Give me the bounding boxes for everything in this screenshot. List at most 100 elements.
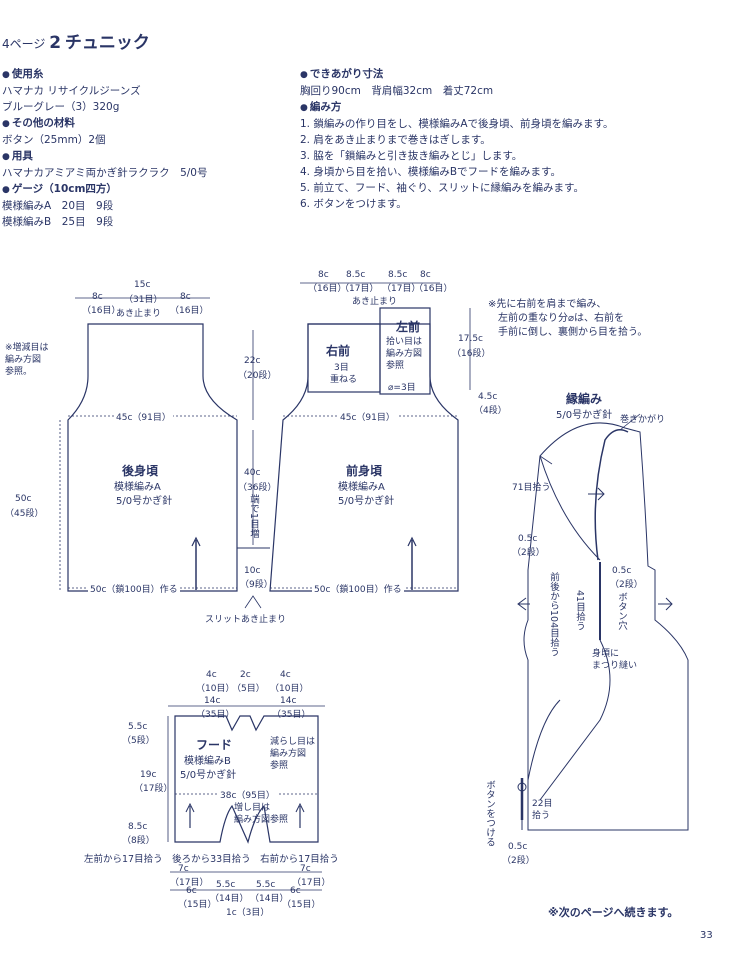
- other-line1: ボタン（25mm）2個: [2, 134, 106, 146]
- hood-b7b: 7c: [300, 864, 311, 874]
- hood-dim-35b: （35目）: [272, 710, 311, 720]
- hood-title: フード: [196, 738, 233, 752]
- hood-dim-4b: 4c: [280, 670, 291, 680]
- gauge-line1: 模様編みA 20目 9段: [2, 200, 114, 212]
- edging-pick104: 前後から104目拾う: [548, 572, 559, 657]
- hood-dim-5: （5目）: [232, 684, 265, 694]
- hood-dim-55: 5.5c: [128, 722, 148, 732]
- back-title: 後身頃: [122, 464, 159, 478]
- front-dim-85a: 8.5c: [346, 270, 366, 280]
- front-opening: あき止まり: [352, 297, 398, 307]
- back-length: 50c: [15, 494, 32, 504]
- sew-line2: まつり縫い: [592, 661, 638, 671]
- front-dim-17b: （17目）: [382, 284, 421, 294]
- side-length: 40c: [244, 468, 261, 478]
- edging-r2a: （2段）: [512, 548, 545, 558]
- front-dim-8b: 8c: [420, 270, 431, 280]
- hood-b17b: （17目）: [292, 878, 331, 888]
- front-dim-85b: 8.5c: [388, 270, 408, 280]
- back-top-width: 15c: [134, 280, 151, 290]
- front-dim-16b: （16目）: [414, 284, 453, 294]
- hood-dim-14b: 14c: [280, 696, 297, 706]
- hood-dim-19: 19c: [140, 770, 157, 780]
- hood-b17a: （17目）: [170, 878, 209, 888]
- button-label: ボタンをつける: [484, 780, 495, 847]
- overlap-symbol: ⌀=3目: [388, 383, 416, 393]
- right-front-label: 右前: [326, 344, 351, 358]
- left-front-label: 左前: [396, 320, 421, 334]
- tools-title: 用具: [2, 148, 207, 165]
- armhole-depth: 22c: [244, 356, 261, 366]
- yarn-title: 使用糸: [2, 66, 207, 83]
- hood-width: 38c（95目）: [218, 788, 277, 801]
- back-note: ※増減目は 編み方図 参照。: [5, 343, 49, 377]
- back-rows: （45段）: [5, 509, 44, 519]
- materials-block: 使用糸 ハマナカ リサイクルジーンズ ブルーグレー（3）320g その他の材料 …: [2, 66, 207, 230]
- slit-rows: （9段）: [240, 580, 273, 590]
- front-bottom: 50c（鎖100目）作る: [312, 582, 404, 595]
- edging-w05c: 0.5c: [508, 842, 528, 852]
- hood-b15a: （15目）: [178, 900, 217, 910]
- sew-line1: 身頃に: [592, 649, 620, 659]
- edging-pick22a: 22目: [532, 799, 553, 809]
- hood-dim-35a: （35目）: [196, 710, 235, 720]
- hood-b7a: 7c: [178, 864, 189, 874]
- front-pattern: 模様編みA: [338, 482, 385, 493]
- front-hook: 5/0号かぎ針: [338, 496, 395, 507]
- front-dim-8a: 8c: [318, 270, 329, 280]
- hood-inc-note: 増し目は 編み方図参照: [234, 803, 289, 825]
- tools-line1: ハマナカアミアミ両かぎ針ラクラク 5/0号: [2, 167, 208, 179]
- edging-pick22b: 拾う: [532, 811, 551, 821]
- side-rows: （36段）: [238, 483, 277, 493]
- hood-hook: 5/0号かぎ針: [180, 770, 237, 781]
- finished-line: 胸回り90cm 背肩幅32cm 着丈72cm: [300, 85, 494, 97]
- hood-b15b: （15目）: [282, 900, 321, 910]
- back-shoulder-right: 8c: [180, 292, 191, 302]
- overlap-label: 重ねる: [330, 375, 358, 385]
- method-step: 6. ボタンをつけます。: [300, 198, 407, 210]
- hood-b14b: （14目）: [250, 894, 289, 904]
- slit-length: 10c: [244, 566, 261, 576]
- left-front-height: 17.5c: [458, 334, 483, 344]
- front-title: 前身頃: [346, 464, 383, 478]
- armhole-rows: （20段）: [238, 371, 277, 381]
- method-title: 編み方: [300, 99, 614, 116]
- gauge-title: ゲージ（10cm四方）: [2, 181, 207, 198]
- back-chest-width: 45c（91目）: [114, 410, 173, 423]
- page-number: 33: [700, 930, 713, 941]
- pattern-number: 2: [49, 33, 62, 53]
- hood-dim-10b: （10目）: [270, 684, 309, 694]
- front-chest-width: 45c（91目）: [338, 410, 397, 423]
- pick-note: 拾い目は 編み方図 参照: [386, 337, 423, 371]
- back-hook: 5/0号かぎ針: [116, 496, 173, 507]
- back-pattern: 模様編みA: [114, 482, 161, 493]
- hood-pick-line: 左前から17目拾う 後ろから33目拾う 右前から17目拾う: [84, 854, 339, 865]
- front-dim-16a: （16目）: [308, 284, 347, 294]
- buttonhole-label: ボタン穴: [616, 592, 627, 630]
- hood-b6a: 6c: [186, 886, 197, 896]
- edging-outline: [523, 422, 689, 831]
- back-top-stitches: （31目）: [124, 295, 163, 305]
- edging-pick71: 71目拾う: [512, 483, 551, 493]
- front-note: ※先に右前を肩まで編み、 左前の重なり分⌀は、右前を 手前に倒し、裏側から目を拾…: [488, 299, 648, 338]
- back-shoulder-left-st: （16目）: [82, 306, 121, 316]
- method-step: 4. 身頃から目を拾い、模様編みBでフードを編みます。: [300, 166, 562, 178]
- hood-b55b: 5.5c: [256, 880, 276, 890]
- edging-w05b: 0.5c: [612, 566, 632, 576]
- hood-pattern: 模様編みB: [184, 756, 231, 767]
- edging-title: 縁編み: [566, 392, 603, 406]
- hood-dec-note: 減らし目は 編み方図 参照: [270, 737, 316, 771]
- back-body-outline: [67, 323, 238, 592]
- hood-dim-85: 8.5c: [128, 822, 148, 832]
- hood-dim-r8: （8段）: [122, 836, 155, 846]
- finished-title: できあがり寸法: [300, 66, 614, 83]
- edging-w05a: 0.5c: [518, 534, 538, 544]
- overlap-stitches: 3目: [334, 363, 349, 373]
- method-step: 5. 前立て、フード、袖ぐり、スリットに縁編みを編みます。: [300, 182, 584, 194]
- hood-b1: 1c（3目）: [226, 908, 270, 918]
- edging-wrap: 巻きかがり: [620, 415, 666, 425]
- front-dim-17a: （17目）: [340, 284, 379, 294]
- front-body-outline: [269, 323, 459, 592]
- gauge-line2: 模様編みB 25目 9段: [2, 216, 114, 228]
- pattern-name: チュニック: [64, 33, 150, 53]
